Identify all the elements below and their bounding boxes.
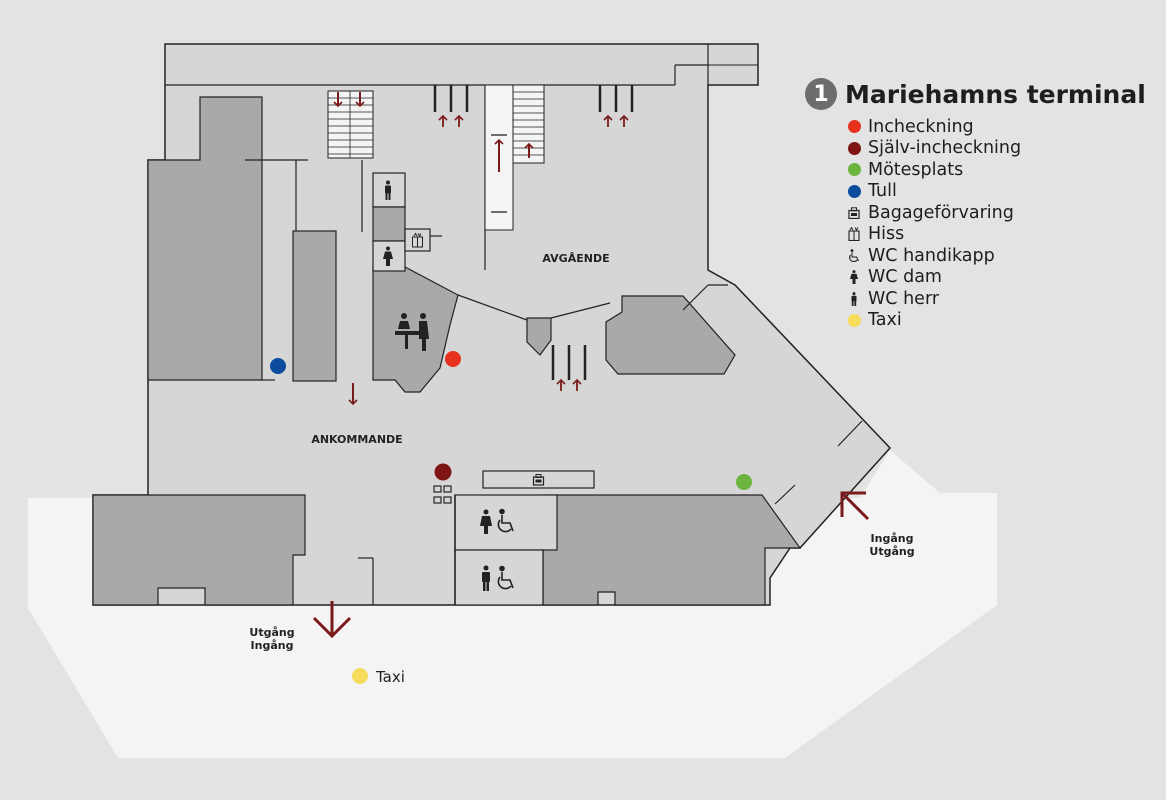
legend-item-elevator: Hiss (847, 224, 1146, 246)
gate-middle (551, 345, 587, 380)
exit-label-line1: Utgång (249, 626, 294, 639)
legend-label: WC herr (868, 288, 940, 309)
dark-red-dot-icon (847, 141, 861, 155)
legend-label: Taxi (868, 310, 902, 331)
checkin-block (372, 266, 459, 393)
luggage-locker-icon (532, 474, 545, 486)
map-legend: 1 Mariehamns terminal Incheckning Själv-… (805, 78, 1146, 331)
legend-item-wc-accessible: WC handikapp (847, 245, 1146, 267)
green-dot-icon (847, 163, 861, 177)
building-block-bottom-right (542, 494, 802, 606)
legend-label: Hiss (868, 224, 905, 245)
legend-item-customs: Tull (847, 181, 1146, 203)
departures-area-label: AVGÅENDE (542, 252, 609, 265)
exit-arrow-bottom (312, 601, 352, 639)
legend-item-checkin: Incheckning (847, 116, 1146, 138)
legend-item-taxi: Taxi (847, 310, 1146, 332)
taxi-marker (352, 668, 368, 684)
legend-header: 1 Mariehamns terminal (805, 78, 1146, 110)
legend-list: Incheckning Själv-incheckning Mötesplats… (805, 116, 1146, 331)
woman-icon (480, 509, 492, 534)
staircase-left (327, 90, 374, 159)
building-block-bottom-left (92, 494, 306, 606)
checkin-desk-icon (395, 313, 429, 351)
red-dot-icon (847, 120, 861, 134)
woman-icon (850, 270, 858, 285)
man-icon (385, 180, 391, 200)
woman-icon (383, 246, 393, 266)
elevator-icon (412, 232, 423, 248)
yellow-dot-icon (847, 313, 861, 327)
wheelchair-icon (497, 565, 514, 590)
wall (682, 284, 709, 311)
legend-label: Bagageförvaring (868, 202, 1014, 223)
terminal-number-badge: 1 (805, 78, 837, 110)
building-block-column (292, 230, 337, 382)
self-checkin-kiosks (433, 485, 452, 504)
arrivals-area-label: ANKOMMANDE (311, 433, 402, 446)
legend-item-wc-men: WC herr (847, 288, 1146, 310)
service-room (372, 206, 406, 242)
man-icon (482, 565, 490, 591)
entrance-label-line1: Ingång (871, 532, 914, 545)
entrance-arrow-right (840, 491, 870, 521)
legend-label: WC handikapp (868, 245, 995, 266)
legend-title: Mariehamns terminal (845, 79, 1146, 109)
exit-label-line2: Ingång (251, 639, 294, 652)
building-block-left (147, 96, 263, 381)
taxi-label: Taxi (375, 668, 405, 686)
checkin-marker (445, 351, 461, 367)
legend-label: Själv-incheckning (868, 138, 1022, 159)
legend-item-self-checkin: Själv-incheckning (847, 138, 1146, 160)
building-block-center-right (605, 295, 736, 375)
small-block (526, 317, 552, 356)
customs-marker (270, 358, 286, 374)
blue-dot-icon (847, 184, 861, 198)
luggage-locker-icon (848, 207, 860, 219)
entrance-label-line2: Utgång (869, 545, 914, 558)
man-icon (851, 291, 857, 306)
gate-top-left (433, 85, 469, 112)
wheelchair-icon (497, 508, 514, 533)
wall (774, 484, 796, 505)
legend-label: Mötesplats (868, 159, 964, 180)
legend-label: Tull (868, 181, 897, 202)
legend-label: WC dam (868, 267, 942, 288)
self-checkin-marker (434, 463, 452, 481)
legend-label: Incheckning (868, 116, 974, 137)
meeting-point-marker (736, 474, 752, 490)
legend-item-meeting-point: Mötesplats (847, 159, 1146, 181)
legend-item-luggage: Bagageförvaring (847, 202, 1146, 224)
wheelchair-icon (849, 249, 859, 263)
legend-item-wc-women: WC dam (847, 267, 1146, 289)
gate-top-right (598, 85, 634, 112)
elevator-icon (848, 227, 860, 242)
wall (550, 302, 611, 319)
wall (457, 294, 528, 321)
wall (837, 420, 863, 447)
